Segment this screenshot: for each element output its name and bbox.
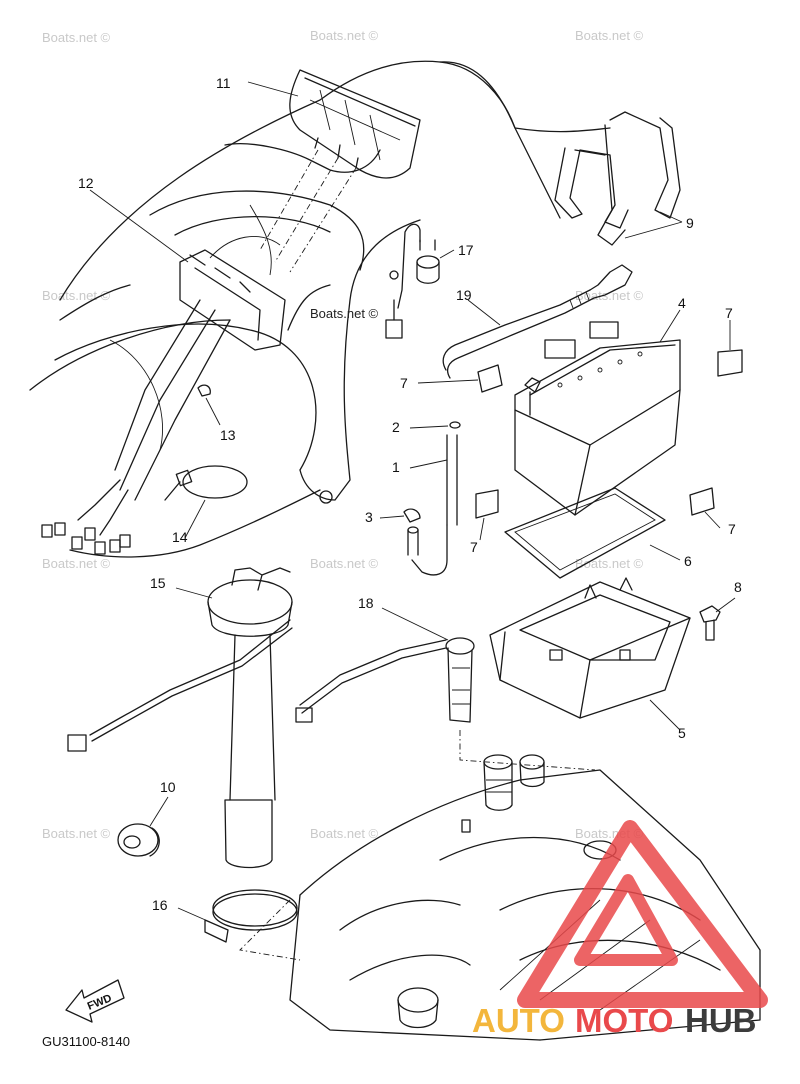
bolt-part-8 <box>699 605 721 641</box>
callout-7: 7 <box>725 305 733 321</box>
callout-2: 2 <box>392 419 400 435</box>
callout-8: 8 <box>734 579 742 595</box>
clamp-part-13 <box>197 384 211 397</box>
watermark-text: Boats.net © <box>575 288 644 303</box>
watermark-text: Boats.net © <box>42 556 111 571</box>
watermark-text: Boats.net © <box>575 28 644 43</box>
battery-part-4 <box>514 321 681 516</box>
grommet-part-10 <box>117 823 160 857</box>
watermark-text: Boats.net © <box>42 826 111 841</box>
callout-5: 5 <box>678 725 686 741</box>
watermark-text: Boats.net © <box>310 826 379 841</box>
automotohub-logo: AUTO MOTO HUB <box>472 820 768 1039</box>
watermark-text: Boats.net © <box>310 28 379 43</box>
callout-1: 1 <box>392 459 400 475</box>
callout-14: 14 <box>172 529 188 545</box>
battery-cable-part-19 <box>442 264 633 379</box>
callout-7: 7 <box>470 539 478 555</box>
watermark-text: Boats.net © <box>310 556 379 571</box>
leader-lines <box>89 81 736 923</box>
battery-mat-part-6 <box>504 487 666 579</box>
callouts: 11 12 9 17 19 4 7 7 2 13 1 3 7 14 7 6 15… <box>78 75 742 913</box>
watermark-text: Boats.net © <box>42 30 111 45</box>
hull-outline <box>29 60 611 558</box>
callout-10: 10 <box>160 779 176 795</box>
callout-18: 18 <box>358 595 374 611</box>
labels-part-7 <box>475 349 743 519</box>
fuel-tank-outline <box>239 730 761 1041</box>
callout-13: 13 <box>220 427 236 443</box>
watermarks: Boats.net © Boats.net © Boats.net © Boat… <box>42 28 644 841</box>
fuse-holder-part-17 <box>385 223 440 339</box>
clip-part-3 <box>403 508 421 523</box>
callout-15: 15 <box>150 575 166 591</box>
callout-17: 17 <box>458 242 474 258</box>
harness-box-part-12 <box>41 249 286 555</box>
diagram-code: GU31100-8140 <box>42 1034 130 1049</box>
callout-4: 4 <box>678 295 686 311</box>
watermark-text: Boats.net © <box>42 288 111 303</box>
fwd-arrow: FWD <box>65 979 125 1023</box>
brand-hub: HUB <box>685 1002 757 1039</box>
meter-part-11 <box>259 69 421 273</box>
callout-7: 7 <box>400 375 408 391</box>
brand-auto: AUTO <box>472 1002 565 1039</box>
brand-moto: MOTO <box>575 1002 673 1039</box>
battery-straps-part-9 <box>554 111 681 246</box>
vent-hose-part-1 <box>407 421 461 576</box>
callout-19: 19 <box>456 287 472 303</box>
inline-watermark: Boats.net © <box>310 306 379 321</box>
fuel-sender-part-15 <box>67 567 293 869</box>
sensor-part-18 <box>295 637 475 723</box>
callout-9: 9 <box>686 215 694 231</box>
cable-tie-part-14 <box>164 465 248 501</box>
hose-clamp-part-16 <box>204 889 298 943</box>
callout-3: 3 <box>365 509 373 525</box>
callout-12: 12 <box>78 175 94 191</box>
callout-6: 6 <box>684 553 692 569</box>
callout-7: 7 <box>728 521 736 537</box>
battery-box-part-5 <box>489 577 691 719</box>
callout-11: 11 <box>216 75 231 91</box>
callout-16: 16 <box>152 897 168 913</box>
